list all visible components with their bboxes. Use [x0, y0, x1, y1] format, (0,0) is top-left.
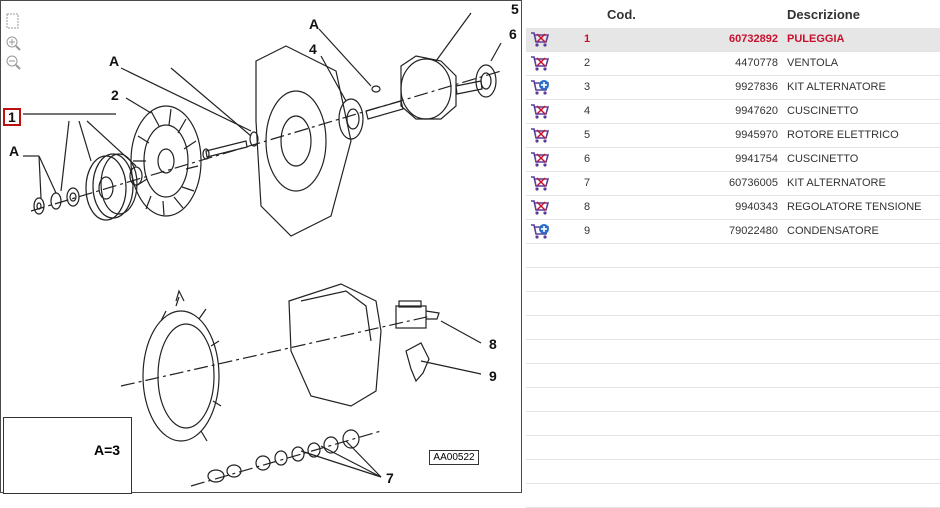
cart-remove-icon[interactable] [530, 175, 550, 192]
callout-2[interactable]: 2 [111, 87, 119, 103]
callout-8[interactable]: 8 [489, 336, 497, 352]
table-row[interactable]: 9 79022480 CONDENSATORE [526, 220, 940, 244]
callout-9[interactable]: 9 [489, 368, 497, 384]
callout-a-top[interactable]: A [109, 53, 120, 69]
empty-row [526, 436, 940, 460]
table-row[interactable]: 1 60732892 PULEGGIA [526, 28, 940, 52]
callout-1-selected[interactable]: 1 [3, 108, 21, 126]
row-number: 7 [584, 177, 591, 189]
empty-row [526, 388, 940, 412]
part-code: 60736005 [729, 177, 778, 189]
empty-row [526, 460, 940, 484]
row-number: 6 [584, 153, 591, 165]
part-code: 9941754 [735, 153, 778, 165]
cart-remove-icon[interactable] [530, 199, 550, 216]
part-code: 9927836 [735, 81, 778, 93]
zoom-in-icon[interactable] [5, 35, 21, 51]
diagram-ref-code: AA00522 [429, 450, 479, 465]
table-row[interactable]: 7 60736005 KIT ALTERNATORE [526, 172, 940, 196]
part-description: ROTORE ELETTRICO [787, 129, 899, 141]
empty-row [526, 244, 940, 268]
cart-add-icon[interactable] [530, 79, 550, 96]
cart-remove-icon[interactable] [530, 55, 550, 72]
part-code: 60732892 [729, 33, 778, 45]
part-description: REGOLATORE TENSIONE [787, 201, 922, 213]
part-description: CONDENSATORE [787, 225, 879, 237]
part-description: CUSCINETTO [787, 105, 859, 117]
table-row[interactable]: 5 9945970 ROTORE ELETTRICO [526, 124, 940, 148]
callout-6[interactable]: 6 [509, 26, 517, 42]
part-description: CUSCINETTO [787, 153, 859, 165]
empty-row [526, 412, 940, 436]
callout-5[interactable]: 5 [511, 1, 519, 17]
callout-a-left[interactable]: A [9, 143, 20, 159]
table-row[interactable]: 8 9940343 REGOLATORE TENSIONE [526, 196, 940, 220]
table-row[interactable]: 3 9927836 KIT ALTERNATORE [526, 76, 940, 100]
table-row[interactable]: 4 9947620 CUSCINETTO [526, 100, 940, 124]
parts-table: Cod. Descrizione 1 60732892 PULEGGIA 2 44707… [526, 0, 940, 508]
cart-remove-icon[interactable] [530, 103, 550, 120]
table-row[interactable]: 2 4470778 VENTOLA [526, 52, 940, 76]
header-cod[interactable]: Cod. [607, 7, 636, 22]
fit-page-icon[interactable] [5, 13, 21, 29]
row-number: 2 [584, 57, 591, 69]
part-code: 9945970 [735, 129, 778, 141]
part-description: PULEGGIA [787, 33, 845, 45]
cart-remove-icon[interactable] [530, 31, 550, 48]
header-descrizione[interactable]: Descrizione [787, 7, 860, 22]
empty-row [526, 316, 940, 340]
row-number: 8 [584, 201, 591, 213]
callout-a-upper[interactable]: A [309, 16, 320, 32]
empty-row [526, 484, 940, 508]
callout-7[interactable]: 7 [386, 470, 394, 486]
row-number: 4 [584, 105, 591, 117]
part-code: 9940343 [735, 201, 778, 213]
row-number: 1 [584, 33, 591, 45]
part-description: KIT ALTERNATORE [787, 81, 886, 93]
part-code: 4470778 [735, 57, 778, 69]
part-code: 9947620 [735, 105, 778, 117]
legend-text: A=3 [94, 442, 121, 458]
table-row[interactable]: 6 9941754 CUSCINETTO [526, 148, 940, 172]
cart-remove-icon[interactable] [530, 127, 550, 144]
part-code: 79022480 [729, 225, 778, 237]
callout-4[interactable]: 4 [309, 41, 317, 57]
quantity-legend: A=3 [3, 417, 132, 494]
cart-add-icon[interactable] [530, 223, 550, 240]
empty-row [526, 292, 940, 316]
empty-row [526, 268, 940, 292]
row-number: 9 [584, 225, 591, 237]
empty-row [526, 340, 940, 364]
zoom-out-icon[interactable] [5, 54, 21, 70]
empty-rows [526, 244, 940, 508]
row-number: 3 [584, 81, 591, 93]
part-description: KIT ALTERNATORE [787, 177, 886, 189]
cart-remove-icon[interactable] [530, 151, 550, 168]
table-header: Cod. Descrizione [526, 0, 940, 28]
part-description: VENTOLA [787, 57, 839, 69]
empty-row [526, 364, 940, 388]
table-body: 1 60732892 PULEGGIA 2 4470778 VENTOLA 3 9927836… [526, 28, 940, 244]
row-number: 5 [584, 129, 591, 141]
exploded-diagram[interactable]: A A A 1 2 4 5 6 8 9 7 A=3 AA00522 [0, 0, 522, 494]
